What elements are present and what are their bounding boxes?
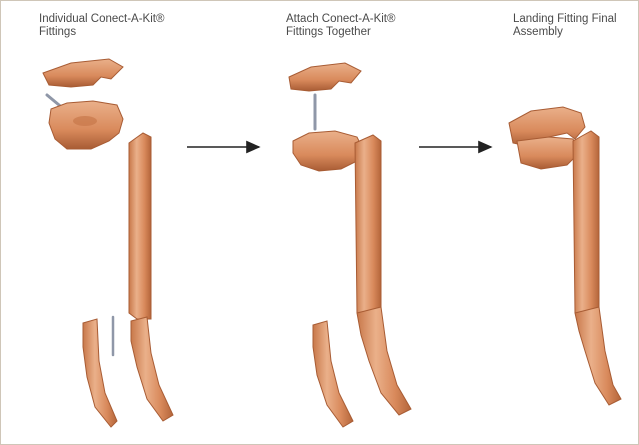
step-2-parts	[289, 63, 411, 427]
straight-rail	[129, 133, 151, 319]
bent-rail-right	[131, 317, 173, 421]
cap-piece	[289, 63, 361, 91]
cap-piece	[43, 59, 123, 87]
assembled-block	[517, 137, 579, 169]
step-3-assembly	[509, 107, 621, 405]
straight-rail	[355, 135, 381, 319]
assembled-bend	[575, 307, 621, 405]
step-1-parts	[43, 59, 173, 427]
bent-rail-left	[313, 321, 353, 427]
landing-block	[293, 131, 363, 171]
bent-rail-right	[357, 307, 411, 415]
assembled-rail	[573, 131, 599, 319]
